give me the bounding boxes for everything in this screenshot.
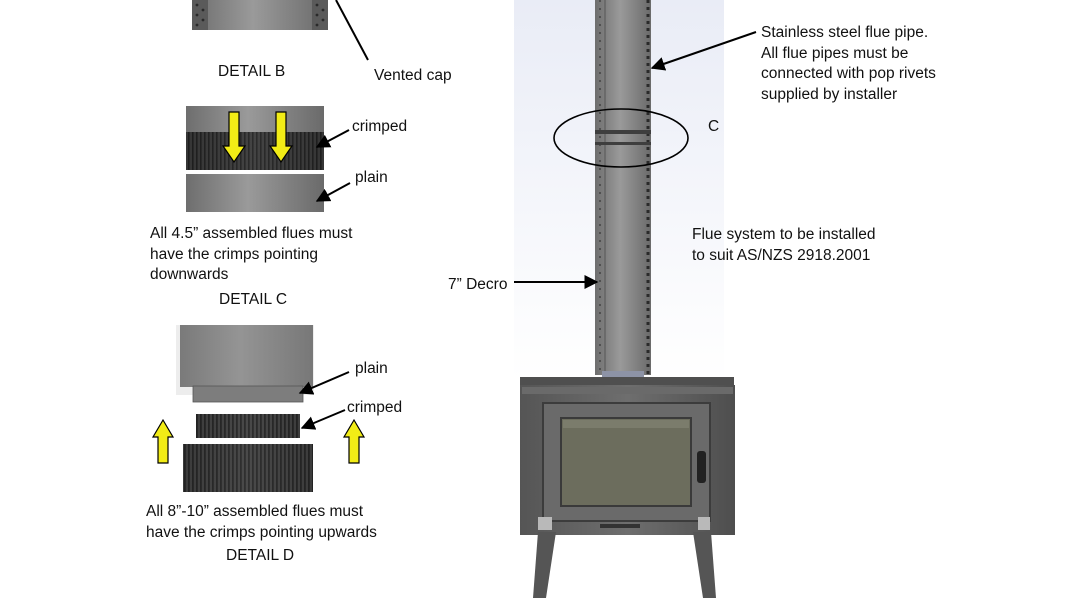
- crimped-label-c: crimped: [352, 118, 408, 135]
- detail-d-note-line: have the crimps pointing upwards: [146, 523, 377, 541]
- detail-d-illustration: [151, 325, 366, 492]
- detail-c-note-line: have the crimps pointing: [150, 245, 319, 263]
- detail-d-note: All 8”-10” assembled flues must have the…: [146, 502, 377, 543]
- flue-pipe-note-line: supplied by installer: [761, 85, 898, 103]
- up-arrow-icon: [342, 418, 366, 464]
- detail-d-note-line: All 8”-10” assembled flues must: [146, 503, 364, 520]
- detail-c-note-line: downwards: [150, 266, 229, 283]
- plain-leader-d: [298, 371, 350, 395]
- detail-c-title: DETAIL C: [219, 291, 288, 308]
- wood-stove: [520, 371, 735, 598]
- plain-leader-c: [315, 182, 351, 202]
- detail-c-note-line: All 4.5” assembled flues must: [150, 225, 353, 242]
- up-arrow-icon: [151, 418, 175, 464]
- detail-c-note: All 4.5” assembled flues must have the c…: [150, 224, 352, 286]
- vented-cap-label: Vented cap: [374, 67, 452, 84]
- detail-c-illustration: [186, 106, 324, 212]
- flue-pipe-note: Stainless steel flue pipe. All flue pipe…: [761, 23, 936, 105]
- stove-leg: [533, 532, 556, 598]
- down-arrow-icon: [268, 111, 294, 164]
- decro-label: 7” Decro: [448, 276, 508, 293]
- crimped-label-d: crimped: [347, 399, 403, 416]
- detail-c-circle: [553, 108, 689, 168]
- standard-note: Flue system to be installed to suit AS/N…: [692, 225, 876, 266]
- plain-label-c: plain: [355, 169, 388, 186]
- door-handle: [697, 451, 706, 483]
- crimped-leader-c: [315, 129, 350, 148]
- flue-pipe-note-line: connected with pop rivets: [761, 65, 936, 82]
- standard-note-line: Flue system to be installed: [692, 226, 876, 243]
- detail-b-pipe: [192, 0, 328, 30]
- flue-pipe-note-line: All flue pipes must be: [761, 44, 909, 62]
- vented-cap-leader: [335, 0, 369, 61]
- detail-b-title: DETAIL B: [218, 63, 286, 80]
- flue-pipe-note-line: Stainless steel flue pipe.: [761, 24, 929, 41]
- standard-note-line: to suit AS/NZS 2918.2001: [692, 246, 871, 264]
- flue-pipe: [595, 0, 651, 375]
- flue-note-leader: [650, 31, 757, 71]
- crimped-leader-d: [300, 409, 346, 430]
- stove-leg: [693, 532, 716, 598]
- down-arrow-icon: [221, 111, 247, 164]
- plain-label-d: plain: [355, 360, 388, 377]
- detail-c-marker-label: C: [708, 118, 720, 135]
- detail-d-title: DETAIL D: [226, 547, 295, 564]
